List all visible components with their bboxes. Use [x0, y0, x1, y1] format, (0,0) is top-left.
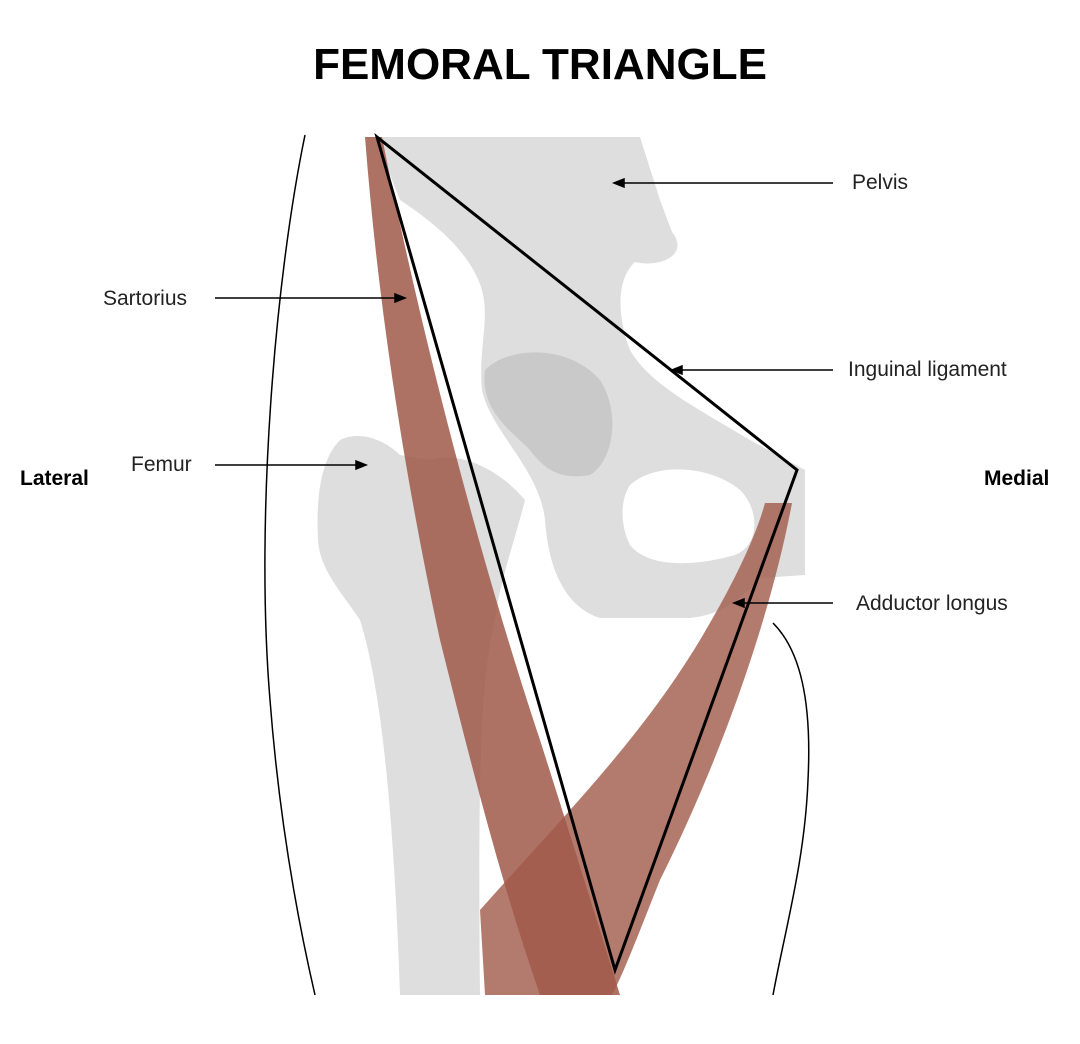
- femoral-head: [484, 352, 613, 477]
- pelvis-label: Pelvis: [852, 171, 909, 194]
- body-outline-lateral: [264, 134, 316, 996]
- sartorius-arrowhead: [394, 292, 408, 304]
- leader-arrows: [215, 177, 833, 609]
- inguinal-ligament-label: Inguinal ligament: [848, 358, 1007, 381]
- sartorius-label: Sartorius: [103, 287, 188, 310]
- femoral-triangle-outline: [374, 132, 799, 975]
- femur-label: Femur: [131, 453, 192, 476]
- adductor-arrowhead: [731, 597, 745, 609]
- obturator-foramen: [622, 469, 755, 564]
- adductor-longus-label: Adductor longus: [856, 592, 1008, 615]
- body-outline-medial: [772, 622, 810, 996]
- page-title: FEMORAL TRIANGLE: [313, 40, 767, 89]
- inguinal-arrowhead: [669, 364, 683, 376]
- lateral-label: Lateral: [20, 467, 89, 490]
- adductor-longus-muscle: [480, 503, 792, 995]
- pelvis-arrowhead: [611, 177, 625, 189]
- sartorius-muscle: [365, 137, 620, 995]
- femur-arrowhead: [355, 459, 369, 471]
- medial-label: Medial: [984, 467, 1050, 490]
